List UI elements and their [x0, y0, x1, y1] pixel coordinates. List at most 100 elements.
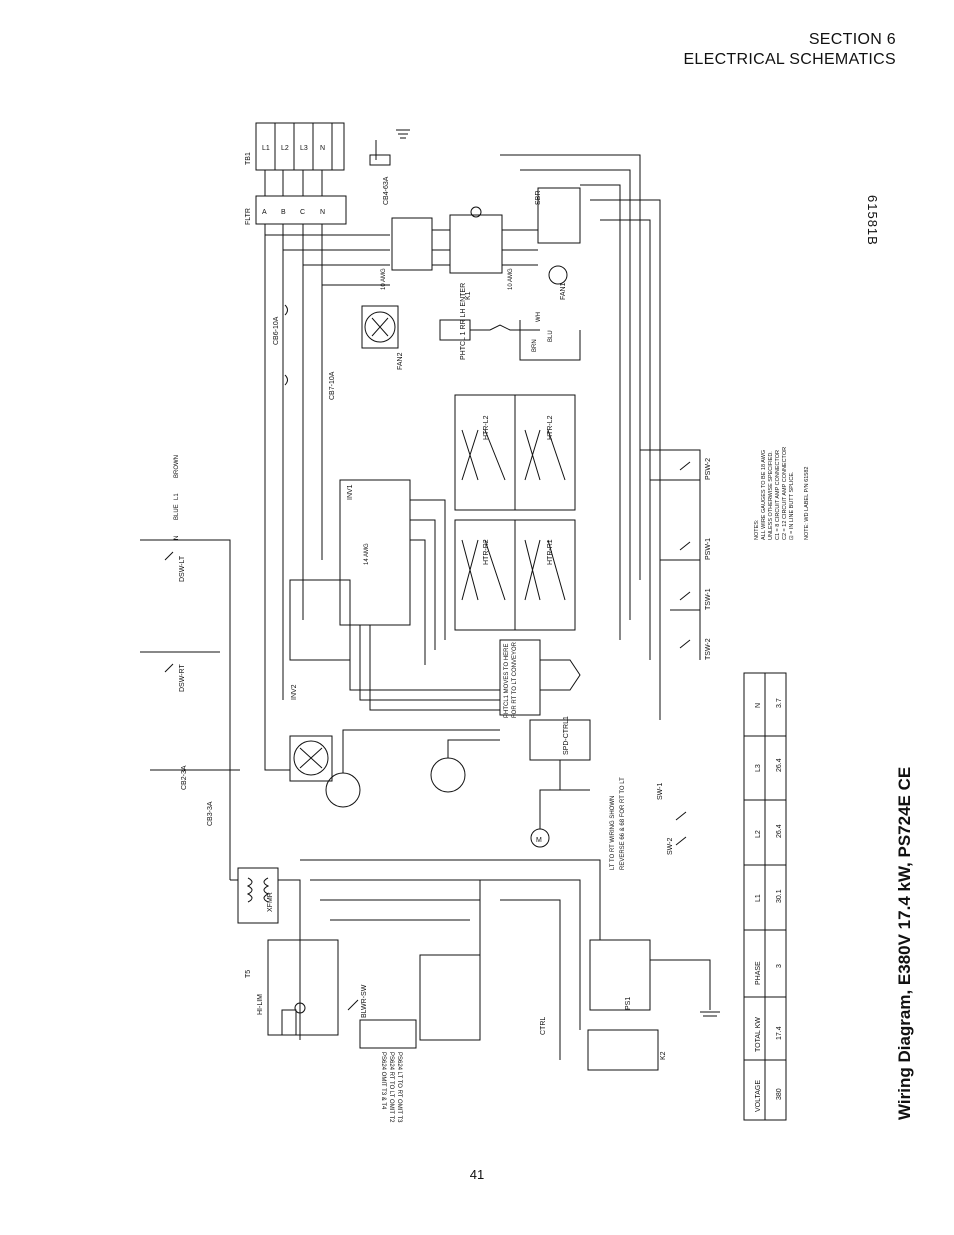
label-inv2: INV2 [291, 684, 298, 700]
label-tsw1: TSW-1 [705, 588, 712, 610]
notes-label-pn: NOTE: WD LABEL P/N 61582 [804, 466, 810, 540]
section-subtitle: ELECTRICAL SCHEMATICS [683, 51, 896, 68]
wire-brn: BRN [532, 339, 538, 352]
ctrl-box [419, 954, 481, 1041]
label-k1: K1 [465, 291, 472, 300]
note-ps624-3: PS624 OMIT T3 & T4 [380, 1052, 386, 1110]
note-rt-lt-conveyor: FOR RT TO LT CONVEYOR [512, 641, 518, 718]
cb4-breaker [391, 217, 433, 271]
label-t5: T5 [245, 970, 252, 978]
terminal-c: C [300, 209, 305, 216]
section-number: SECTION 6 [808, 31, 896, 48]
terminal-l2: L2 [281, 145, 289, 152]
note-ps624-2: PS624 RT TO LT OMIT T2 [388, 1052, 394, 1123]
table-value-l3: 26.4 [776, 758, 783, 772]
label-psw2: PSW-2 [705, 458, 712, 480]
label-xfmr: XFMR [267, 892, 274, 912]
notes-line: NOTES: [754, 519, 760, 540]
label-ps1: PS1 [625, 997, 632, 1010]
table-header-l1: L1 [755, 894, 762, 902]
label-fan1: FAN1 [560, 282, 567, 300]
wire-annotations: 10 AMG 10 AMG 14 AMG BROWN BLUE L1 N BLU… [174, 268, 626, 1123]
terminal-l3: L3 [300, 145, 308, 152]
label-fltr: FLTR [245, 208, 252, 225]
label-cb6: CB6-10A [273, 316, 280, 345]
fltr-block [255, 195, 347, 225]
schematic-notes: NOTES: ALL WIRE GAUGES TO BE 18 AWG UNLE… [754, 447, 811, 540]
label-dsw-lt: DSW-LT [179, 555, 186, 582]
k1-contactor [449, 214, 503, 274]
k2-box [587, 1029, 659, 1071]
note-ps624-1: PS624 LT TO RT OMIT T3 [396, 1052, 402, 1123]
wire-blue: BLUE [174, 504, 180, 520]
label-blwr-sw: BLWR-SW [361, 984, 368, 1018]
note-phtcl-moves: PHTCL1 MOVES TO HERE [504, 644, 510, 718]
table-value-phase: 3 [776, 964, 783, 968]
label-psw1: PSW-1 [705, 538, 712, 560]
note-reverse: REVERSE 66 & 68 FOR RT TO LT [620, 777, 626, 870]
table-header-n: N [755, 703, 762, 708]
label-fan2: FAN2 [397, 352, 404, 370]
terminal-a: A [262, 209, 267, 216]
terminal-n2: N [320, 209, 325, 216]
label-k2: K2 [660, 1051, 667, 1060]
table-header-l2: L2 [755, 830, 762, 838]
table-value-voltage: 380 [776, 1088, 783, 1100]
component-labels: TB1 FLTR CB4-63A K1 SBR FAN1 FAN2 CB6-10… [179, 152, 712, 1060]
notes-line: C2 = 12 CIRCUIT AMP CONNECTOR [782, 446, 788, 540]
terminal-n: N [320, 145, 325, 152]
label-tb1: TB1 [245, 152, 252, 165]
label-spd-ctrl: SPD-CTRL1 [563, 716, 570, 755]
label-cb3: CB3-3A [207, 801, 214, 826]
label-htr-r2: HTR-R2 [483, 539, 490, 565]
inv1-box [339, 479, 411, 626]
table-header-l3: L3 [755, 764, 762, 772]
terminal-l1: L1 [262, 145, 270, 152]
table-header-phase: PHASE [755, 961, 762, 985]
hi-lim-box [267, 939, 339, 1036]
label-phtcl1: PHTCL 1 RR LH ENTER [460, 283, 467, 360]
blower-motor-1 [325, 772, 361, 808]
label-sbr: SBR [535, 191, 542, 205]
label-ctrl: CTRL [540, 1017, 547, 1035]
section-header: SECTION 6 ELECTRICAL SCHEMATICS [683, 30, 896, 70]
label-cb2: CB2-3A [181, 765, 188, 790]
notes-line: C1 = 8 CIRCUIT AMP CONNECTOR [775, 449, 781, 540]
table-value-n: 3.7 [776, 698, 783, 708]
wire-blu: BLU [548, 330, 554, 342]
page-number: 41 [469, 1167, 485, 1182]
fan1-symbol [548, 265, 568, 285]
notes-line: ⊡ = IN LINE BUTT SPLICE. [789, 471, 795, 540]
label-motor: M [536, 837, 542, 844]
label-tsw2: TSW-2 [705, 638, 712, 660]
label-htr-r1: HTR-R1 [547, 539, 554, 565]
wire-10amg-1: 10 AMG [381, 268, 387, 290]
fan2-box [361, 305, 399, 349]
note-lt-to-rt: LT TO RT WIRING SHOWN [610, 796, 616, 870]
table-header-total-kw: TOTAL KW [755, 1017, 762, 1052]
inv2-box [289, 579, 351, 661]
label-dsw-rt: DSW-RT [179, 664, 186, 692]
table-value-l2: 26.4 [776, 824, 783, 838]
notes-line: ALL WIRE GAUGES TO BE 18 AWG [761, 449, 767, 540]
label-cb4: CB4-63A [383, 176, 390, 205]
label-inv1: INV1 [347, 484, 354, 500]
notes-line: UNLESS OTHERWISE SPECIFIED. [768, 451, 774, 540]
wire-n: N [174, 536, 180, 540]
diagram-title: Wiring Diagram, E380V 17.4 kW, PS724E CE [895, 766, 914, 1120]
fan-blower-box [289, 735, 333, 782]
wire-wh: WH [536, 312, 542, 322]
tb1-block [255, 122, 345, 171]
table-header-voltage: VOLTAGE [755, 1080, 762, 1112]
label-sw2: SW-2 [667, 838, 674, 855]
ps1-box [589, 939, 651, 1011]
wire-14amg: 14 AMG [364, 543, 370, 565]
label-hi-lim: HI-LIM [257, 994, 264, 1015]
label-htr-l2b: HTR-L2 [547, 415, 554, 440]
label-htr-l2: HTR-L2 [483, 415, 490, 440]
wire-brown: BROWN [174, 455, 180, 478]
xfmr-box [237, 867, 279, 924]
table-value-total-kw: 17.4 [776, 1026, 783, 1040]
wire-l1: L1 [174, 493, 180, 500]
